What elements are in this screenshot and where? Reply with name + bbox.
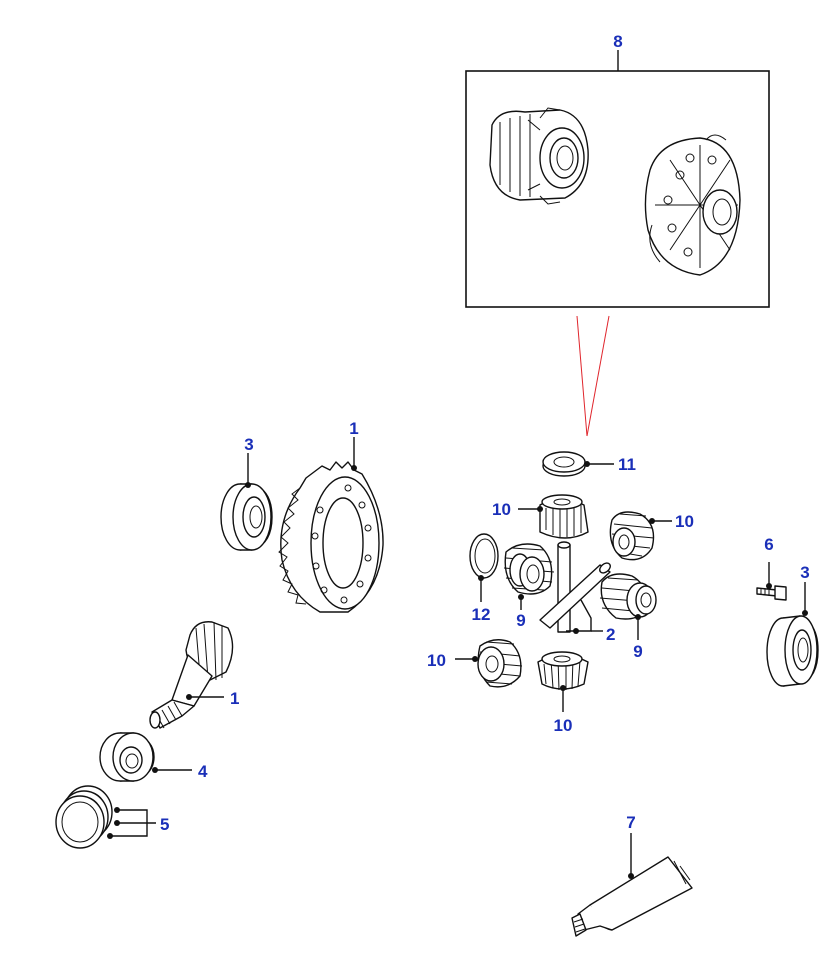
taper-bearing-left [220,483,273,551]
callout-10-bottom-left: 10 [427,651,446,670]
side-gear-left [503,543,555,595]
callout-10-top-right: 10 [675,512,694,531]
bolt [756,585,787,601]
pinion-gear-shaft [149,621,234,729]
callout-1-ring: 1 [349,419,358,438]
planet-gear-top-right [609,511,655,561]
sealant-tube [571,856,693,937]
callout-5: 5 [160,815,169,834]
callout-9-right: 9 [633,642,642,661]
thrust-washer [542,451,586,477]
differential-case-inset [465,70,770,308]
taper-bearing-right [766,615,819,687]
planet-gear-bottom [537,651,589,691]
callout-11: 11 [618,455,636,474]
shims [55,785,113,849]
callout-1-pinion: 1 [230,689,239,708]
callout-10-bottom: 10 [554,716,573,735]
callout-3-left: 3 [244,435,253,454]
differential-case-view-front [489,107,589,205]
explode-lines [576,315,610,437]
side-gear-right [599,573,657,620]
callout-3-right: 3 [800,563,809,582]
planet-gear-bottom-left [477,639,523,688]
callout-9-left: 9 [516,611,525,630]
crown-wheel [278,461,384,613]
planet-gear-top-left [539,494,589,539]
differential-case-view-rear [644,134,741,276]
callout-12: 12 [472,605,491,624]
callout-4: 4 [198,762,208,781]
callout-10-top-left: 10 [492,500,511,519]
cross-shaft [539,541,611,633]
callout-labels: 8 11 1 3 10 10 6 3 12 9 2 9 10 10 1 4 5 … [160,32,810,834]
callout-7: 7 [626,813,635,832]
callout-8: 8 [613,32,622,51]
ring-washer [469,533,499,579]
callout-2: 2 [606,625,615,644]
callout-6: 6 [764,535,773,554]
pinion-bearing [99,732,155,782]
